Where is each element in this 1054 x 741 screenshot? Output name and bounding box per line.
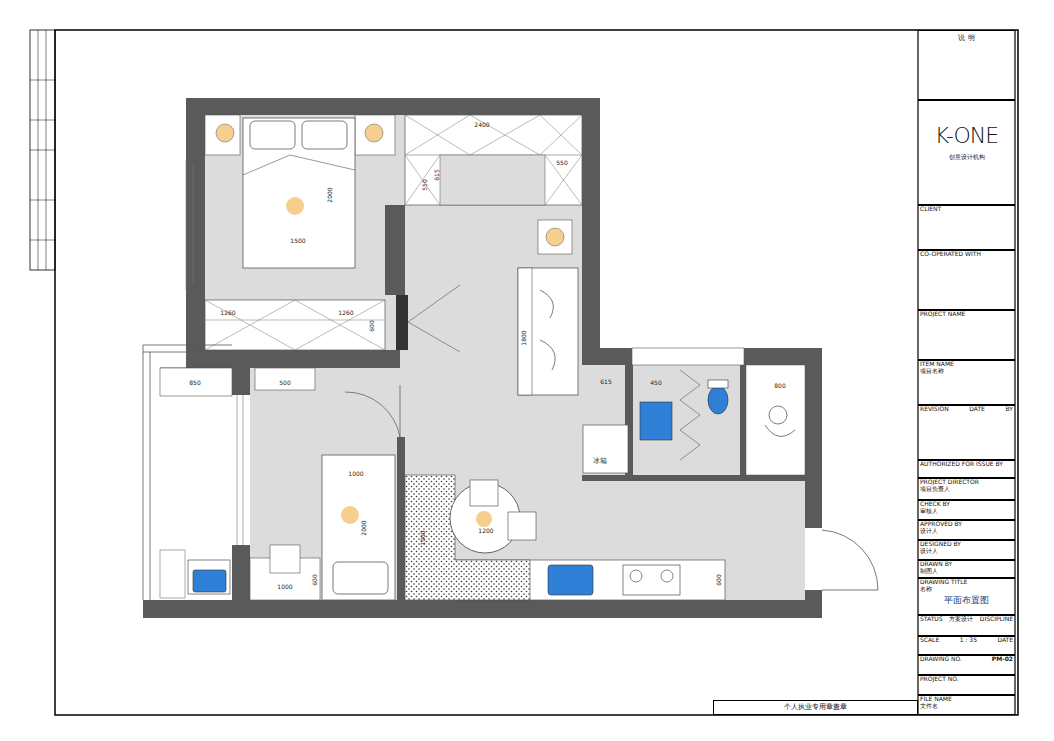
title-block-cell: 说 明	[918, 30, 1015, 100]
title-block-cell: PROJECT DIRECTOR项目负责人	[918, 478, 1015, 500]
title-block-text: 设计人	[918, 548, 1015, 555]
title-block-text: REVISION	[918, 406, 951, 413]
dimension-text: 1000	[277, 584, 292, 590]
title-block-text: 创意设计机构	[918, 154, 1015, 161]
title-block-text: 名称	[918, 586, 1015, 593]
dimension-text: 1800	[521, 330, 527, 345]
title-block-text: ITEM NAME	[918, 361, 1015, 368]
title-block-text: 说 明	[918, 34, 1015, 42]
dimension-text: 615	[600, 379, 611, 385]
title-block-text: BY	[1004, 406, 1015, 413]
title-block-text: CLIENT	[918, 206, 1015, 213]
title-block-cell: DRAWING TITLE名称平面布置图	[918, 578, 1015, 615]
title-block-text: CO-OPERATED WITH	[918, 251, 1015, 258]
dimension-text: 2400	[474, 122, 489, 128]
dimension-text: 1500	[290, 238, 305, 244]
dimension-text: 800	[774, 383, 785, 389]
dimension-text: 550	[556, 160, 567, 166]
title-block-text: K-ONE	[918, 123, 1015, 148]
dimension-text: 550	[422, 179, 428, 190]
title-block-text: 项目负责人	[918, 486, 1015, 493]
title-block-cell: PROJECT NO.	[918, 675, 1015, 695]
title-block-text: 个人执业专用章盖章	[782, 703, 849, 711]
title-block-text: 审核人	[918, 508, 1015, 515]
title-block-text: APPROVED BY	[918, 521, 1015, 528]
title-block-cell: STATUS方案设计DISCIPLINE	[918, 615, 1015, 636]
dimension-text: 2000	[361, 520, 367, 535]
title-block-text: CHECK BY	[918, 501, 1015, 508]
dimension-text: 2000	[327, 187, 333, 202]
title-block-cell: PROJECT NAME	[918, 310, 1015, 360]
title-block-text: 平面布置图	[918, 595, 1015, 605]
title-block-cell: SCALE 1 : 35 DATE	[918, 636, 1015, 655]
title-block-cell: DRAWING NO. PM-02	[918, 655, 1015, 675]
appliance-label: 冰箱	[593, 458, 607, 465]
title-block-text: DRAWN BY	[918, 561, 1015, 568]
title-block-text: 方案设计	[947, 616, 975, 623]
title-block-cell: DRAWN BY制图人	[918, 560, 1015, 578]
dimension-text: 1000	[420, 530, 426, 545]
dimension-text: 600	[369, 320, 375, 331]
title-block-text: PROJECT NO.	[918, 676, 1015, 683]
title-block-cell: 个人执业专用章盖章	[713, 700, 918, 715]
title-block-text: 文件名	[918, 703, 1015, 710]
dimension-text: 1000	[348, 471, 363, 477]
title-block-text: SCALE	[918, 637, 941, 644]
title-block-text: DATE	[995, 637, 1015, 644]
title-block-cell: APPROVED BY设计人	[918, 520, 1015, 540]
title-block-text: 制图人	[918, 568, 1015, 575]
title-block-text: 1 : 35	[958, 637, 979, 644]
title-block-text: DISCIPLINE	[978, 616, 1015, 623]
dimension-text: 1260	[338, 310, 353, 316]
title-block-text: PM-02	[990, 656, 1015, 663]
title-block-text: DRAWING TITLE	[918, 579, 1015, 586]
title-block-cell: CHECK BY审核人	[918, 500, 1015, 520]
title-block-cell: REVISION DATE BY	[918, 405, 1015, 460]
title-block-cell: ITEM NAME项目名称	[918, 360, 1015, 405]
dimension-text: 500	[279, 380, 290, 386]
title-block-text: DESIGNED BY	[918, 541, 1015, 548]
title-block-text: PROJECT NAME	[918, 311, 1015, 318]
title-block-cell: FILE NAME文件名	[918, 695, 1015, 715]
dimension-text: 450	[650, 380, 661, 386]
dimension-text: 615	[434, 169, 440, 180]
dimension-text: 1260	[220, 310, 235, 316]
title-block-text: 设计人	[918, 528, 1015, 535]
title-block-cell: K-ONE 创意设计机构	[918, 100, 1015, 205]
dimension-text: 850	[189, 380, 200, 386]
title-block-text: 项目名称	[918, 368, 1015, 375]
dimension-text: 1200	[478, 528, 493, 534]
dimension-text: 600	[716, 574, 722, 585]
title-block-cell: CLIENT	[918, 205, 1015, 250]
title-block-text: AUTHORIZED FOR ISSUE BY	[918, 461, 1015, 468]
dimension-text: 600	[312, 574, 318, 585]
title-block-text: FILE NAME	[918, 696, 1015, 703]
title-block-text: DRAWING NO.	[918, 656, 964, 663]
title-block-cell: CO-OPERATED WITH	[918, 250, 1015, 310]
title-block-cell: DESIGNED BY设计人	[918, 540, 1015, 560]
title-block-text: STATUS	[918, 616, 945, 623]
title-block-cell: AUTHORIZED FOR ISSUE BY	[918, 460, 1015, 478]
title-block-text: PROJECT DIRECTOR	[918, 479, 1015, 486]
title-block-text: DATE	[967, 406, 987, 413]
